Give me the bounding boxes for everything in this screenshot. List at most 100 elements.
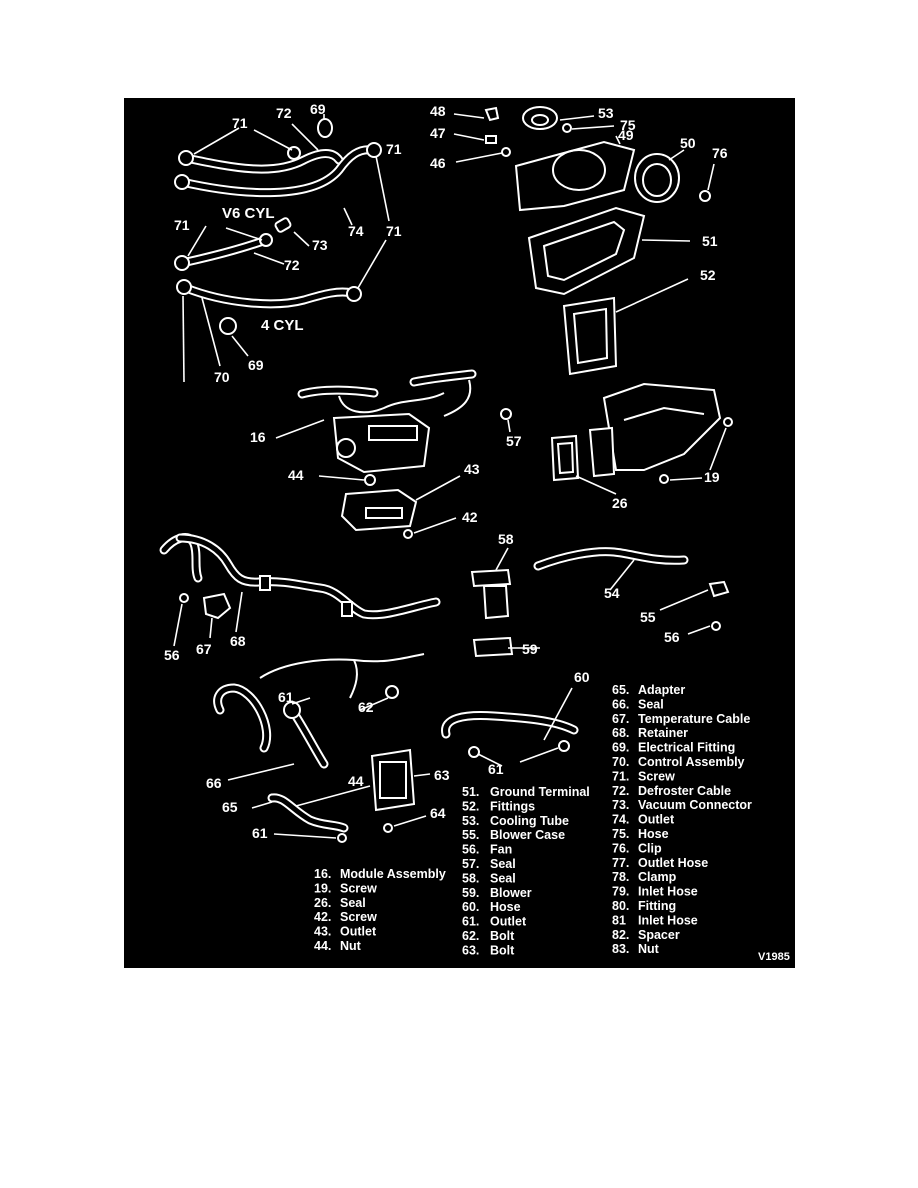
callout-61: 61: [252, 825, 268, 841]
callout-67: 67: [196, 641, 212, 657]
legend-number: 66.: [612, 697, 629, 711]
v6-cyl-label: V6 CYL: [222, 205, 275, 222]
legend-number: 16.: [314, 867, 331, 881]
callout-61: 61: [488, 761, 504, 777]
legend-number: 60.: [462, 900, 479, 914]
callout-54: 54: [604, 585, 620, 601]
legend-part-name: Seal: [638, 697, 664, 711]
legend-part-name: Fan: [490, 843, 512, 857]
legend-part-name: Retainer: [638, 726, 688, 740]
callout-44: 44: [348, 773, 364, 789]
callout-56: 56: [664, 629, 680, 645]
legend-part-name: Defroster Cable: [638, 784, 731, 798]
callout-48: 48: [430, 103, 446, 119]
legend-number: 61.: [462, 915, 479, 929]
legend-part-name: Nut: [340, 939, 362, 953]
legend-part-name: Module Assembly: [340, 867, 446, 881]
legend-number: 74.: [612, 813, 629, 827]
callout-64: 64: [430, 805, 446, 821]
callout-61: 61: [278, 689, 294, 705]
legend-number: 57.: [462, 857, 479, 871]
legend-part-name: Inlet Hose: [638, 913, 698, 927]
legend-number: 67.: [612, 712, 629, 726]
callout-16: 16: [250, 429, 266, 445]
legend-number: 53.: [462, 814, 479, 828]
legend-part-name: Nut: [638, 942, 660, 956]
legend-number: 80.: [612, 899, 629, 913]
legend-number: 26.: [314, 896, 331, 910]
legend-part-name: Fitting: [638, 899, 676, 913]
callout-76: 76: [712, 145, 728, 161]
legend-part-name: Bolt: [490, 929, 515, 943]
leaders-top-right: [453, 113, 715, 313]
callout-26: 26: [612, 495, 628, 511]
legend-part-name: Adapter: [638, 683, 685, 697]
legend-number: 62.: [462, 929, 479, 943]
legend-part-name: Outlet Hose: [638, 856, 708, 870]
heater-core-assembly: [213, 653, 579, 843]
legend-number: 42.: [314, 910, 331, 924]
legend-number: 76.: [612, 841, 629, 855]
leaders-top-left: [182, 114, 390, 383]
callout-71: 71: [386, 223, 402, 239]
legend-number: 65.: [612, 683, 629, 697]
callout-19: 19: [704, 469, 720, 485]
callout-43: 43: [464, 461, 480, 477]
legend-number: 19.: [314, 881, 331, 895]
legend-part-name: Inlet Hose: [638, 885, 698, 899]
legend-number: 78.: [612, 870, 629, 884]
callout-55: 55: [640, 609, 656, 625]
legend-part-name: Outlet: [638, 813, 675, 827]
legend-part-name: Vacuum Connector: [638, 798, 752, 812]
legend-number: 82.: [612, 928, 629, 942]
callout-66: 66: [206, 775, 222, 791]
exploded-parts-diagram: 7172697174717372717069484746537549507651…: [159, 101, 790, 963]
legend-part-name: Bolt: [490, 943, 515, 957]
legend-number: 51.: [462, 785, 479, 799]
legend-part-name: Seal: [490, 871, 516, 885]
leaders-bottom: [227, 687, 573, 839]
callout-72: 72: [284, 257, 300, 273]
callout-68: 68: [230, 633, 246, 649]
legend-number: 44.: [314, 939, 331, 953]
callout-73: 73: [312, 237, 328, 253]
legend-part-name: Hose: [490, 900, 521, 914]
legend-part-name: Spacer: [638, 928, 680, 942]
legend-part-name: Electrical Fitting: [638, 741, 735, 755]
callout-53: 53: [598, 105, 614, 121]
legend-number: 71.: [612, 769, 629, 783]
blower-case-assembly: [484, 106, 711, 376]
legend-number: 59.: [462, 886, 479, 900]
legend-number: 43.: [314, 925, 331, 939]
legend-number: 63.: [462, 943, 479, 957]
legend-part-name: Outlet: [490, 915, 527, 929]
legend-part-name: Fittings: [490, 799, 535, 813]
legend-part-name: Clip: [638, 841, 662, 855]
legend-part-name: Blower Case: [490, 828, 565, 842]
callout-50: 50: [680, 135, 696, 151]
legend-number: 79.: [612, 885, 629, 899]
leaders-middle: [275, 419, 727, 534]
legend-number: 75.: [612, 827, 629, 841]
legend-part-name: Control Assembly: [638, 755, 745, 769]
legend-number: 81: [612, 913, 626, 927]
legend-number: 68.: [612, 726, 629, 740]
legend-part-name: Temperature Cable: [638, 712, 750, 726]
callout-71: 71: [174, 217, 190, 233]
callout-51: 51: [702, 233, 718, 249]
callout-74: 74: [348, 223, 364, 239]
legend-part-name: Screw: [340, 881, 377, 895]
callout-72: 72: [276, 105, 292, 121]
legend-number: 72.: [612, 784, 629, 798]
callout-56: 56: [164, 647, 180, 663]
legend-number: 58.: [462, 871, 479, 885]
callout-44: 44: [288, 467, 304, 483]
legend-number: 77.: [612, 856, 629, 870]
callout-60: 60: [574, 669, 590, 685]
legend-part-name: Seal: [340, 896, 366, 910]
leaders-lower-left: [173, 547, 711, 649]
legend-number: 73.: [612, 798, 629, 812]
legend-number: 55.: [462, 828, 479, 842]
